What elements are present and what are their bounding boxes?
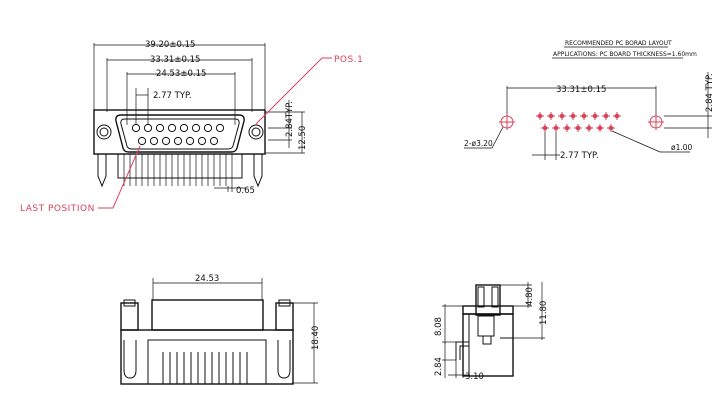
side-dim-offset: 3.10 [465,372,484,382]
pcb-layout-title: RECOMMENDED PC BORAD LAYOUT [565,40,672,47]
front-view: 39.20±0.15 33.31±0.15 24.53±0.15 2.77 TY… [20,40,363,214]
dim-pin-diameter: 0.65 [236,186,255,196]
side-dim-pin: 2.84 [434,357,444,376]
callout-last-leader [98,145,141,209]
callout-last-position: LAST POSITION [20,204,95,214]
pcb-dim-pin-hole: ø1.00 [671,143,693,152]
mount-hole-left [96,124,112,140]
callout-pos1-leader [255,57,332,125]
bottom-pins [162,352,248,384]
pin-rows [123,154,233,186]
dim-mount-hole-spacing: 33.31±0.15 [150,55,200,65]
dim-pin-pitch: 2.77 TYP. [153,91,192,101]
side-dim-top: 4.80 [525,287,535,306]
contact-row-top [131,123,225,133]
pcb-pin-holes [536,112,621,132]
pcb-layout: RECOMMENDED PC BORAD LAYOUT APPLICATIONS… [464,40,715,161]
bottom-dim-height: 18.40 [311,326,321,350]
pcb-dim-pitch: 2.77 TYP. [560,151,599,161]
contact-row-bottom [137,136,219,146]
callout-pos1: POS.1 [334,55,363,65]
connector-flange [93,109,266,155]
pcb-layout-subtitle: APPLICATIONS: PC BOARD THICKNESS=1.60mm [553,51,697,58]
dim-pin-span: 24.53±0.15 [156,69,206,79]
d-shell-outer [115,114,245,153]
bottom-view: 24.53 18.40 [120,274,321,385]
side-dim-total: 11.80 [539,301,549,325]
dim-overall-width: 39.20±0.15 [145,40,195,50]
d-shell-inner [120,118,240,150]
pcb-dim-hole-spacing: 33.31±0.15 [556,85,606,95]
side-view: 4.80 11.80 8.08 2.84 3.10 [434,282,549,382]
bottom-dim-width: 24.53 [195,274,219,284]
side-dim-mid: 8.08 [434,317,444,336]
pcb-dim-row-offset: 2.84 TYP. [705,73,715,112]
mount-hole-right [248,124,264,140]
dim-height: 12.50 [298,126,308,150]
pcb-dim-mount-hole: 2-ø3.20 [464,139,493,148]
dim-row-offset: 2.84TYP. [285,101,295,137]
